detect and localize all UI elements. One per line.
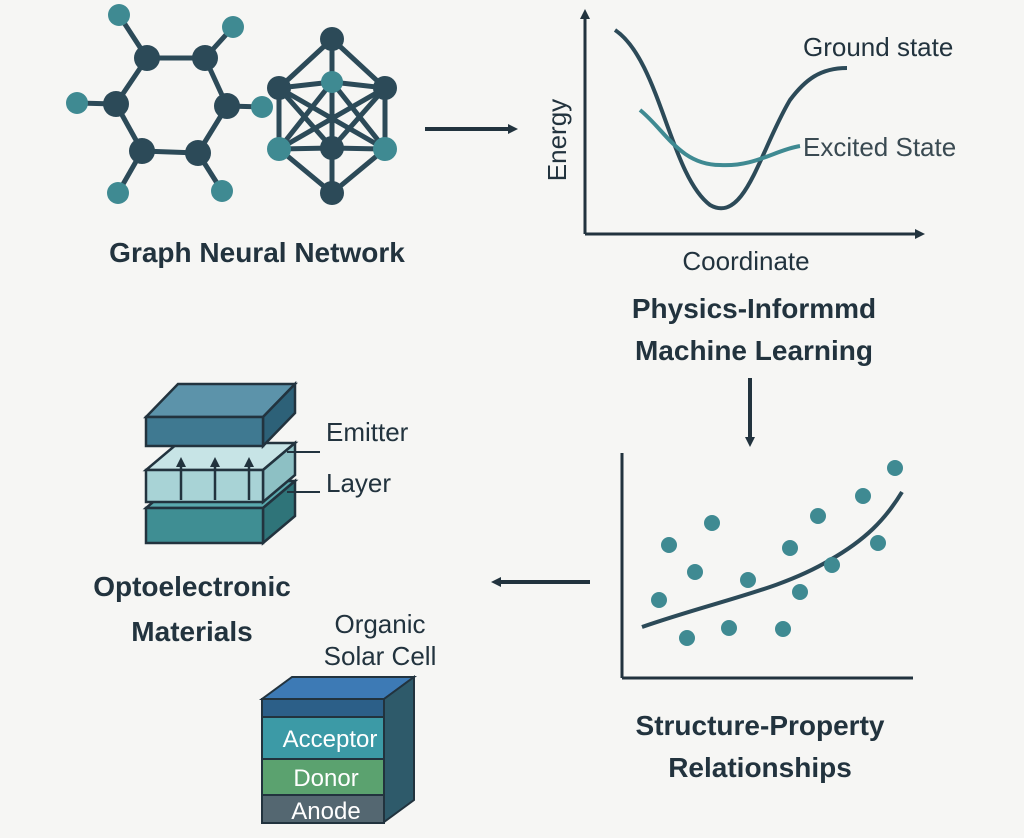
scatter-plot: [620, 453, 913, 680]
opto-title-line1: Optoelectronic: [93, 571, 291, 602]
oled-stack-illustration: [142, 380, 299, 546]
excited-state-curve: [638, 108, 801, 168]
top-layer: [143, 380, 298, 450]
spr-title-line1: Structure-Property: [636, 710, 885, 741]
scatter-point: [775, 621, 791, 637]
scatter-point: [782, 540, 798, 556]
piml-title-line1: Physics-Informmd: [632, 293, 876, 324]
ground-state-curve: [613, 28, 848, 211]
scatter-point: [661, 537, 677, 553]
emission-arrows: [176, 457, 254, 500]
polyhedron-atoms: [267, 27, 397, 205]
solar-cell-illustration: [258, 675, 418, 824]
scatter-point: [792, 584, 808, 600]
scatter-points: [651, 460, 903, 646]
solar-cell-title-line2: Solar Cell: [324, 641, 437, 671]
energy-xlabel: Coordinate: [682, 246, 809, 276]
ground-state-label: Ground state: [803, 32, 953, 62]
acceptor-label: Acceptor: [283, 726, 378, 753]
acceptor-layer: [261, 716, 385, 760]
spr-title-line2: Relationships: [668, 752, 852, 783]
scatter-point: [855, 488, 871, 504]
donor-label: Donor: [293, 765, 358, 792]
anode-label: Anode: [291, 798, 360, 825]
scatter-point: [810, 508, 826, 524]
emitter-layer: [142, 440, 299, 505]
scatter-point: [887, 460, 903, 476]
scatter-point: [824, 557, 840, 573]
scatter-point: [870, 535, 886, 551]
energy-ylabel: Energy: [542, 99, 572, 181]
scatter-point: [740, 572, 756, 588]
polyhedron-molecule: [276, 37, 388, 195]
gnn-molecules-illustration: [66, 4, 397, 205]
solar-cell-title-line1: Organic: [334, 609, 425, 639]
anode-layer: [261, 794, 385, 824]
excited-state-label: Excited State: [803, 132, 956, 162]
donor-layer: [261, 758, 385, 796]
scatter-point: [651, 592, 667, 608]
cell-top-layer: [261, 698, 385, 718]
hexagon-atoms: [66, 4, 273, 204]
piml-title-line2: Machine Learning: [635, 335, 873, 366]
scatter-point: [721, 620, 737, 636]
opto-title-line2: Materials: [131, 616, 252, 647]
scatter-point: [704, 515, 720, 531]
scatter-trend-curve: [641, 490, 904, 629]
emitter-label: Emitter: [326, 417, 409, 447]
scatter-point: [687, 564, 703, 580]
energy-plot: Energy Coordinate Ground state Excited S…: [542, 9, 956, 276]
gnn-title: Graph Neural Network: [109, 237, 405, 268]
scatter-point: [679, 630, 695, 646]
layer-label: Layer: [326, 468, 391, 498]
